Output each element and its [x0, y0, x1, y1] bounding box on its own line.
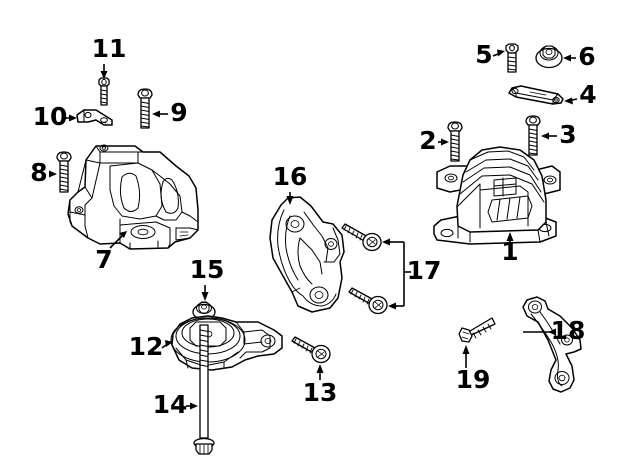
callout-leader-11: [100, 64, 108, 79]
callout-label-3: 3: [559, 120, 576, 149]
callout-label-2: 2: [419, 126, 436, 155]
callout-label-19: 19: [456, 365, 491, 394]
callout-leader-17: [382, 238, 411, 310]
part-long-through-bolt[interactable]: [193, 324, 215, 455]
callout-label-1: 1: [501, 237, 518, 266]
callout-leader-7: [109, 231, 127, 249]
part-engine-mount-bracket[interactable]: [269, 196, 345, 313]
part-bolt-washer-13[interactable]: [291, 336, 331, 364]
callout-label-16: 16: [273, 162, 308, 191]
callout-leader-6: [563, 54, 576, 62]
part-bolt-pair-17-upper[interactable]: [341, 223, 382, 252]
callout-label-15: 15: [190, 255, 225, 284]
part-bolt-flanged-2[interactable]: [447, 121, 463, 162]
part-nut-flange-6[interactable]: [535, 45, 563, 69]
callout-leader-1: [506, 232, 514, 255]
callout-label-12: 12: [129, 332, 164, 361]
part-bolt-flanged-3[interactable]: [525, 115, 541, 156]
part-small-bracket-clip[interactable]: [76, 109, 113, 126]
callout-label-11: 11: [92, 34, 127, 63]
callout-leader-13: [316, 364, 324, 380]
callout-leader-12: [161, 340, 173, 349]
callout-label-5: 5: [475, 40, 492, 69]
callout-leader-3: [541, 132, 557, 140]
callout-label-13: 13: [303, 378, 338, 407]
callout-label-7: 7: [95, 245, 112, 274]
part-bolt-hex-19[interactable]: [458, 317, 496, 343]
part-link-rod[interactable]: [508, 85, 564, 105]
callout-leader-15: [201, 285, 209, 301]
part-bolt-short-11[interactable]: [98, 77, 110, 106]
callout-leader-9: [152, 110, 168, 118]
callout-leader-14: [186, 402, 198, 410]
callout-label-4: 4: [579, 80, 596, 109]
part-bolt-flanged-9[interactable]: [137, 88, 153, 129]
callout-label-17: 17: [407, 256, 442, 285]
callout-leader-8: [49, 170, 57, 178]
part-transmission-mount-bracket[interactable]: [67, 144, 199, 250]
callout-label-8: 8: [30, 158, 47, 187]
callout-leader-19: [462, 345, 470, 368]
callout-leader-16: [286, 192, 294, 205]
callout-leader-5: [492, 49, 505, 57]
part-engine-mount-main[interactable]: [433, 146, 561, 245]
callout-label-6: 6: [578, 42, 595, 71]
part-torque-strut-mount[interactable]: [170, 315, 283, 371]
callout-label-9: 9: [170, 98, 187, 127]
callout-label-18: 18: [551, 316, 586, 345]
callout-label-10: 10: [33, 102, 68, 131]
part-bolt-pair-17-lower[interactable]: [348, 287, 388, 315]
callout-leader-10: [63, 114, 77, 122]
part-bolt-hex-5[interactable]: [505, 43, 519, 73]
callout-label-14: 14: [153, 390, 188, 419]
callout-leader-18: [523, 328, 556, 336]
part-support-arm-bracket[interactable]: [522, 296, 582, 393]
callout-leader-4: [564, 97, 578, 105]
part-bolt-flanged-8[interactable]: [56, 151, 72, 193]
callout-leader-2: [438, 138, 449, 146]
